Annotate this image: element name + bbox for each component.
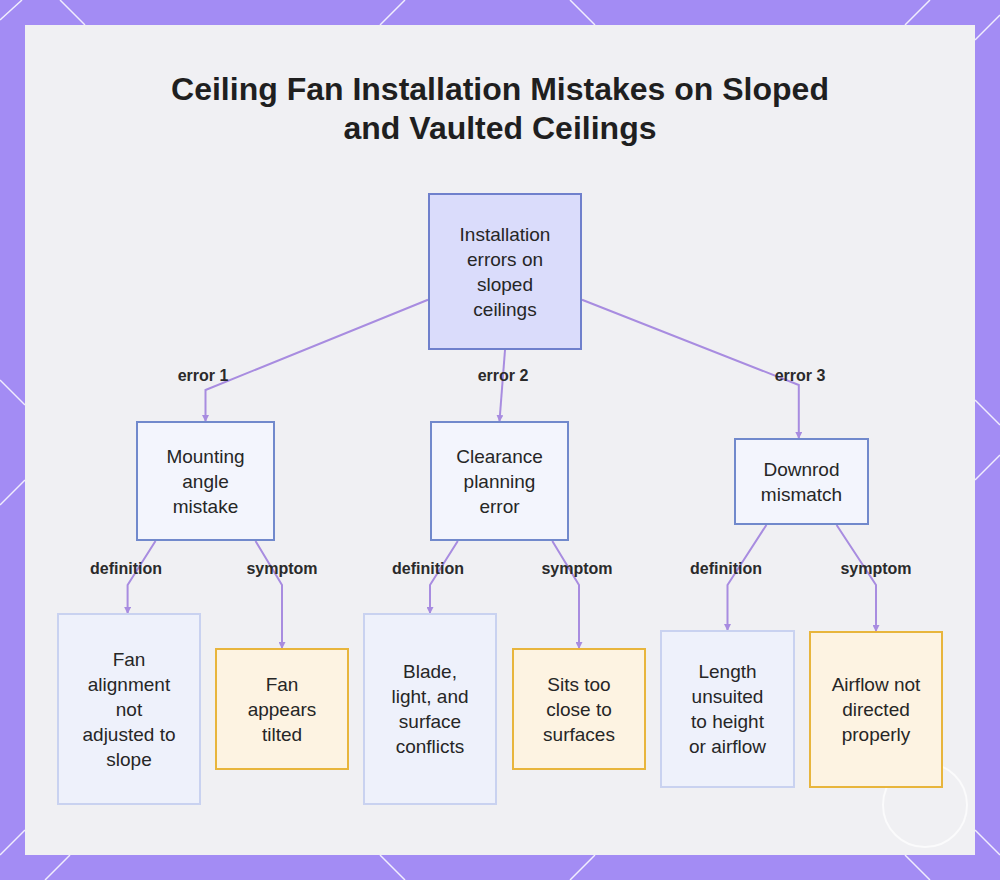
symptom-box: Fan appears tilted [215,648,349,770]
node-text-group: Airflow not directed properly [831,672,921,747]
edge-label: definition [690,560,762,578]
error-box: Downrod mismatch [734,438,869,525]
connector-line [582,300,799,438]
node-text: Airflow not directed properly [831,672,921,747]
node-text-group: Clearance planning error [450,444,549,519]
node-text-group: Blade, light, and surface conflicts [387,659,473,759]
node-text: Downrod mismatch [754,457,849,507]
symptom-box: Sits too close to surfaces [512,648,646,770]
edge-label: error 1 [178,367,229,385]
diagram-title: Ceiling Fan Installation Mistakes on Slo… [170,70,830,148]
connector-line [256,541,283,648]
node-text: Mounting angle mistake [156,444,255,519]
definition-box: Fan alignment not adjusted to slope [57,613,201,805]
definition-box: Length unsuited to height or airflow [660,630,795,788]
node-text: Fan appears tilted [237,672,327,747]
connector-line [206,300,429,421]
connector-line [552,541,579,648]
panel-shade [25,25,975,855]
edge-label: symptom [541,560,612,578]
edge-label: definition [392,560,464,578]
node-text-group: Downrod mismatch [754,457,849,507]
node-text: Installation errors on sloped ceilings [446,222,564,322]
node-text-group: Length unsuited to height or airflow [684,659,771,759]
node-text-group: Installation errors on sloped ceilings [446,222,564,322]
edge-label: error 3 [775,367,826,385]
node-text-group: Sits too close to surfaces [534,672,624,747]
error-box: Mounting angle mistake [136,421,275,541]
node-text-group: Fan alignment not adjusted to slope [81,647,177,772]
node-text: Sits too close to surfaces [534,672,624,747]
connector-line [500,350,506,421]
panel-background [25,25,975,855]
connector-line [728,525,767,630]
edge-label: definition [90,560,162,578]
node-text-group: Mounting angle mistake [156,444,255,519]
connector-line [837,525,876,631]
definition-box: Blade, light, and surface conflicts [363,613,497,805]
edge-label: symptom [840,560,911,578]
root-box: Installation errors on sloped ceilings [428,193,582,350]
error-box: Clearance planning error [430,421,569,541]
node-text: Blade, light, and surface conflicts [387,659,473,759]
edge-label: error 2 [478,367,529,385]
node-text: Fan alignment not adjusted to slope [81,647,177,772]
node-text-group: Fan appears tilted [237,672,327,747]
node-text: Length unsuited to height or airflow [684,659,771,759]
symptom-box: Airflow not directed properly [809,631,943,788]
edge-label: symptom [246,560,317,578]
node-text: Clearance planning error [450,444,549,519]
